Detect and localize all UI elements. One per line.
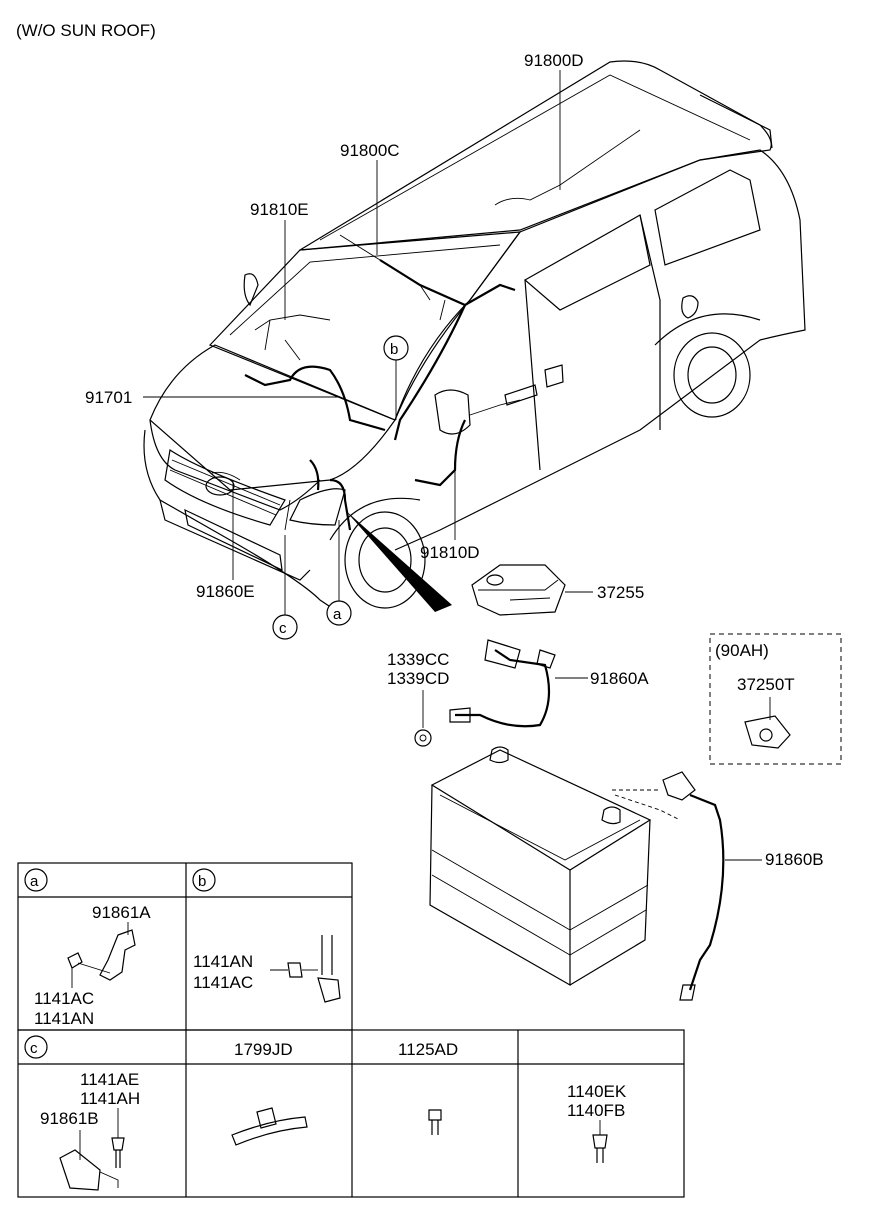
svg-text:b: b — [198, 873, 206, 890]
svg-text:91810D: 91810D — [420, 543, 480, 562]
detail-cell-1125ad: 1125AD — [398, 1040, 458, 1135]
callout-91800c: 91800C — [340, 141, 400, 255]
svg-text:1141AN: 1141AN — [34, 1009, 94, 1028]
battery-part — [429, 746, 652, 987]
svg-text:1140EK: 1140EK — [567, 1082, 627, 1101]
svg-text:1141AC: 1141AC — [193, 973, 253, 992]
battery-cover-part — [471, 564, 566, 616]
option-90ah-box: (90AH) 37250T — [709, 633, 842, 765]
svg-text:91860A: 91860A — [590, 669, 649, 688]
svg-text:a: a — [333, 606, 342, 623]
detail-table — [17, 862, 685, 1198]
callout-91800d: 91800D — [524, 51, 584, 190]
detail-cell-1799jd: 1799JD — [231, 1040, 308, 1146]
callout-37255: 37255 — [565, 583, 644, 602]
callout-91810d: 91810D — [420, 470, 480, 562]
svg-text:91861A: 91861A — [92, 903, 151, 922]
callout-91860e: 91860E — [196, 480, 255, 601]
svg-text:91800D: 91800D — [524, 51, 584, 70]
svg-text:91800C: 91800C — [340, 141, 400, 160]
svg-text:91860B: 91860B — [765, 850, 824, 869]
svg-text:a: a — [30, 873, 39, 890]
svg-text:91701: 91701 — [85, 388, 132, 407]
svg-text:1141AC: 1141AC — [34, 989, 94, 1008]
svg-text:37250T: 37250T — [737, 675, 795, 694]
detail-cell-c: c 1141AE 1141AH 91861B — [24, 1035, 140, 1191]
svg-text:91810E: 91810E — [250, 200, 309, 219]
positive-cable-part — [449, 639, 556, 728]
nut-part — [414, 729, 432, 747]
svg-text:1140FB: 1140FB — [567, 1101, 625, 1120]
callout-1339cc: 1339CC 1339CD — [387, 650, 449, 728]
vehicle-illustration — [143, 60, 806, 611]
svg-text:1125AD: 1125AD — [398, 1040, 458, 1059]
callout-91860b: 91860B — [725, 850, 824, 869]
svg-text:1141AH: 1141AH — [80, 1089, 140, 1108]
negative-cable-part — [612, 771, 725, 1001]
marker-b: b — [383, 335, 409, 420]
pointer-wedge — [345, 510, 452, 612]
svg-text:c: c — [30, 1040, 38, 1057]
svg-text:1141AE: 1141AE — [80, 1070, 139, 1089]
variant-note: (W/O SUN ROOF) — [16, 21, 156, 40]
detail-cell-1140ek: 1140EK 1140FB — [567, 1082, 627, 1163]
svg-text:1799JD: 1799JD — [234, 1040, 293, 1059]
callout-91701: 91701 — [85, 388, 340, 407]
svg-text:1141AN: 1141AN — [193, 952, 253, 971]
svg-text:37255: 37255 — [597, 583, 644, 602]
marker-c: c — [272, 535, 298, 640]
svg-text:91860E: 91860E — [196, 582, 255, 601]
svg-text:1339CD: 1339CD — [387, 669, 449, 688]
detail-cell-a: a 91861A 1141AC 1141AN — [24, 868, 151, 1028]
svg-text:b: b — [390, 341, 398, 358]
svg-text:(90AH): (90AH) — [715, 641, 769, 660]
svg-text:c: c — [279, 620, 287, 637]
callout-91860a: 91860A — [555, 669, 649, 688]
detail-cell-b: b 1141AN 1141AC — [192, 868, 341, 1003]
callout-91810e: 91810E — [250, 200, 309, 320]
marker-a: a — [326, 520, 352, 626]
svg-text:1339CC: 1339CC — [387, 650, 449, 669]
harness-routing — [211, 129, 641, 531]
svg-text:91861B: 91861B — [40, 1109, 99, 1128]
